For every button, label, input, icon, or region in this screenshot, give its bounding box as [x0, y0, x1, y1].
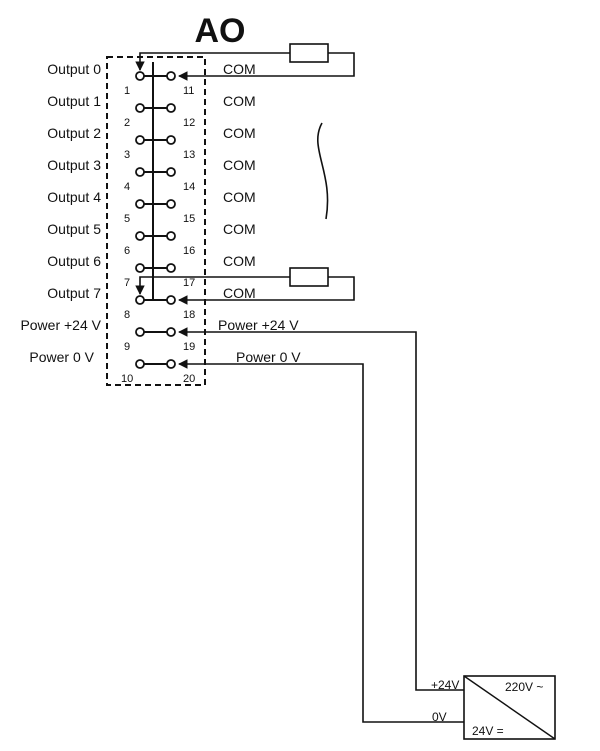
- load-resistor-output-7: [135, 267, 355, 305]
- continuation-squiggle-icon: [317, 122, 329, 220]
- output-label: Output 0: [47, 61, 101, 77]
- wire-plus-24v: [178, 327, 464, 691]
- output-label: Output 6: [47, 253, 101, 269]
- pin-number: 14: [183, 181, 195, 193]
- power-label-left: Power +24 V: [20, 317, 101, 333]
- output-label: Output 7: [47, 285, 101, 301]
- power-label-right: Power +24 V: [218, 317, 299, 333]
- pin-number: 11: [183, 85, 194, 97]
- psu-zero-label: 0V: [432, 710, 447, 724]
- com-labels: COM COM COM COM COM COM COM COM: [223, 61, 256, 301]
- output-label: Output 1: [47, 93, 101, 109]
- pin-number: 12: [183, 117, 195, 129]
- pin-number: 1: [124, 85, 130, 97]
- pin-number: 10: [121, 373, 133, 385]
- pin-number: 16: [183, 245, 195, 257]
- wire-0v: [178, 359, 464, 723]
- power-label-left: Power 0 V: [29, 349, 94, 365]
- pin-number: 15: [183, 213, 195, 225]
- com-label: COM: [223, 61, 256, 77]
- pin-number: 5: [124, 213, 130, 225]
- psu-ac-label: 220V ~: [505, 680, 543, 694]
- pin-number: 2: [124, 117, 130, 129]
- pin-number: 3: [124, 149, 130, 161]
- pin-number: 6: [124, 245, 130, 257]
- resistor-icon: [289, 267, 329, 287]
- output-label: Output 3: [47, 157, 101, 173]
- terminal-block-outline: [106, 56, 206, 386]
- terminal-contacts: [135, 71, 176, 369]
- power-label-right: Power 0 V: [236, 349, 301, 365]
- pin-number: 19: [183, 341, 195, 353]
- output-label: Output 5: [47, 221, 101, 237]
- com-label: COM: [223, 93, 256, 109]
- com-label: COM: [223, 189, 256, 205]
- right-pin-numbers: 11 12 13 14 15 16 17 18 19 20: [183, 85, 195, 385]
- com-label: COM: [223, 157, 256, 173]
- com-label: COM: [223, 125, 256, 141]
- com-label: COM: [223, 285, 256, 301]
- pin-number: 13: [183, 149, 195, 161]
- pin-number: 20: [183, 373, 195, 385]
- module-title: AO: [195, 12, 246, 50]
- power-supply-unit: 220V ~ 24V = +24V 0V: [431, 675, 556, 740]
- terminal-links: [144, 75, 167, 365]
- pin-number: 18: [183, 309, 195, 321]
- com-label: COM: [223, 253, 256, 269]
- pin-number: 8: [124, 309, 130, 321]
- load-resistor-output-0: [135, 43, 355, 81]
- pin-number: 17: [183, 277, 195, 289]
- psu-diagonal: [463, 675, 556, 740]
- output-label: Output 2: [47, 125, 101, 141]
- resistor-icon: [289, 43, 329, 63]
- pin-number: 9: [124, 341, 130, 353]
- output-labels: Output 0 Output 1 Output 2 Output 3 Outp…: [20, 61, 101, 365]
- com-label: COM: [223, 221, 256, 237]
- pin-number: 7: [124, 277, 130, 289]
- psu-dc-label: 24V =: [472, 724, 504, 738]
- pin-number: 4: [124, 181, 130, 193]
- psu-plus-label: +24V: [431, 678, 459, 692]
- left-pin-numbers: 1 2 3 4 5 6 7 8 9 10: [121, 85, 133, 385]
- output-label: Output 4: [47, 189, 101, 205]
